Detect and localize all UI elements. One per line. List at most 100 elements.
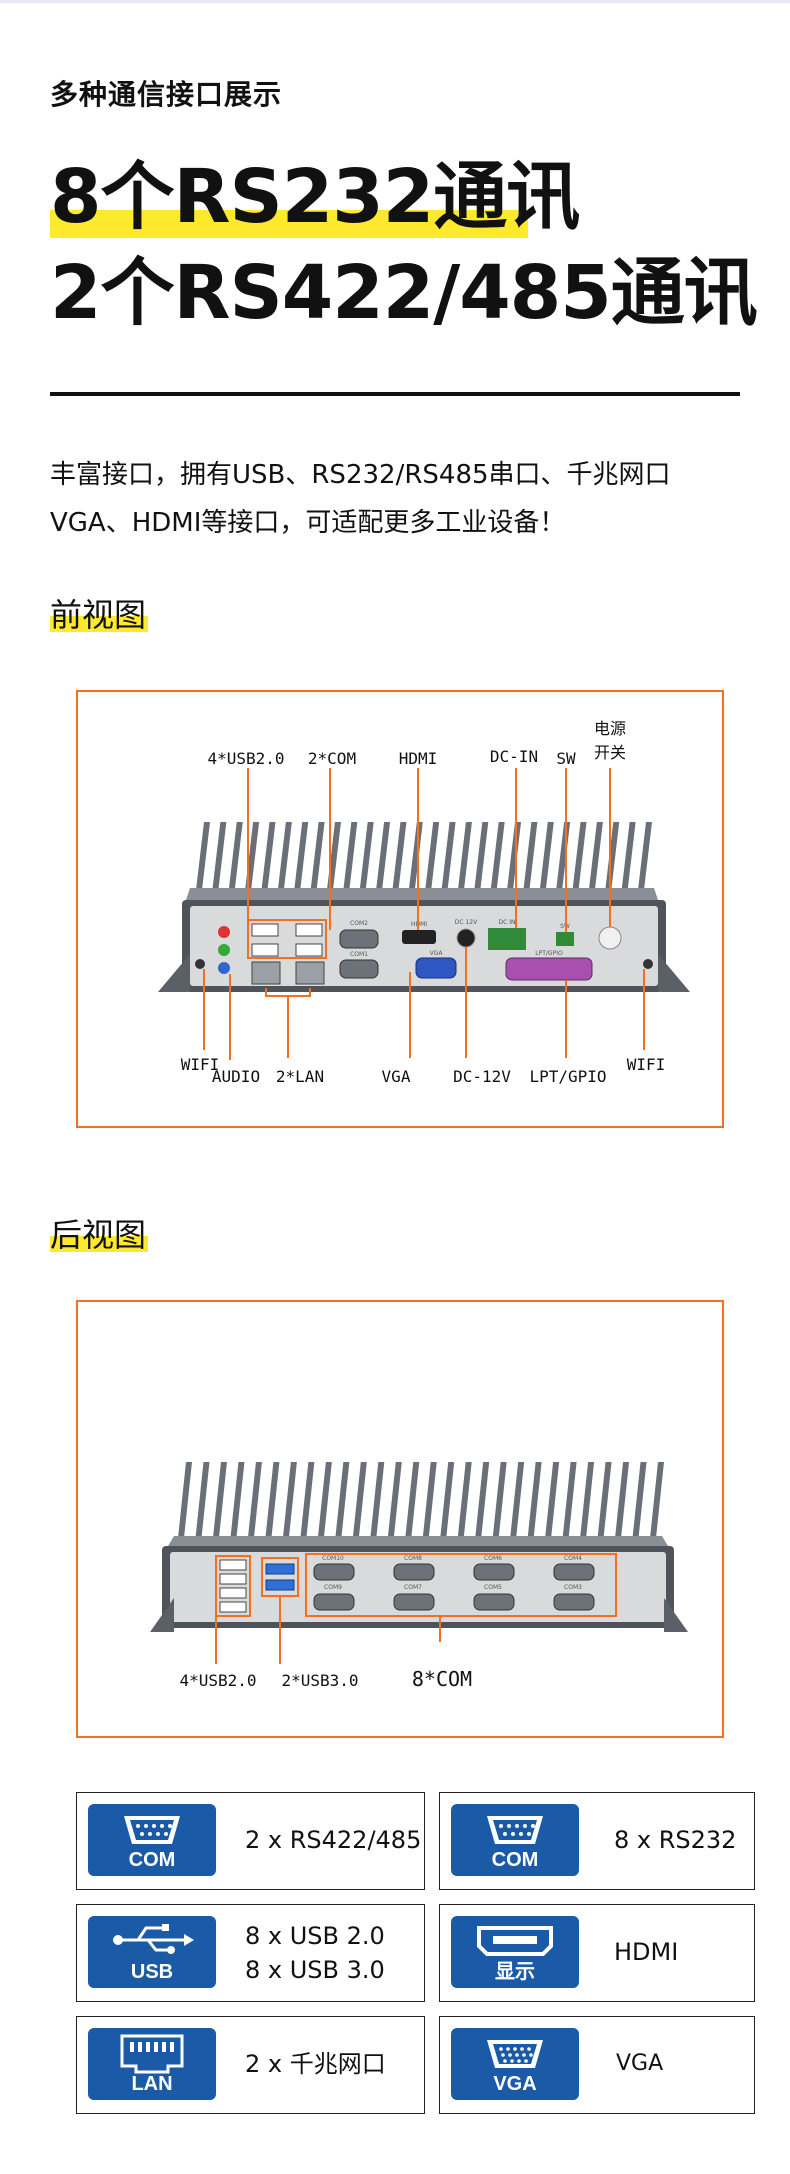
lpt-port: [505, 957, 593, 981]
front-view-title: 前视图: [50, 596, 147, 634]
label-dc12v: DC-12V: [453, 1067, 511, 1086]
description-line-1: 丰富接口，拥有USB、RS232/RS485串口、千兆网口: [50, 460, 671, 490]
label-vga: VGA: [382, 1067, 411, 1086]
panel-mark: DC IN: [499, 919, 516, 926]
mount-foot-right: [658, 954, 690, 992]
power-button: [598, 926, 622, 950]
com-port: [553, 1593, 595, 1611]
heatsink-fin: [475, 1462, 490, 1538]
description-line-2: VGA、HDMI等接口，可适配更多工业设备！: [50, 508, 566, 538]
heatsink-fin: [425, 822, 440, 890]
com-port-group: [313, 1563, 595, 1611]
heatsink-fin: [212, 1462, 227, 1538]
headline-line-1: 8个RS232通讯: [50, 154, 580, 240]
heatsink-fin: [539, 822, 554, 890]
serial-port-icon: COM: [88, 1804, 216, 1876]
heatsink-fin: [195, 1462, 210, 1538]
usb-group-box: [247, 919, 327, 959]
panel-mark: COM2: [350, 920, 368, 927]
panel-mark: COM6: [484, 1555, 502, 1562]
badge-label: COM: [491, 1849, 539, 1871]
heatsink-fins: [196, 822, 652, 890]
heatsink-fin: [261, 822, 276, 890]
front-title-highlight: [50, 616, 148, 632]
front-view-frame: COM2 COM1 HDMI VGA DC 12V DC IN SW LPT/G…: [76, 690, 724, 1128]
heatsink-fin: [230, 1462, 245, 1538]
spec-card-vga: VGA VGA: [439, 2016, 755, 2114]
hdmi-port: [402, 930, 436, 944]
heatsink-fin: [422, 1462, 437, 1538]
heatsink-fin: [405, 1462, 420, 1538]
heatsink-fin: [370, 1462, 385, 1538]
heatsink-fin: [632, 1462, 647, 1538]
label-usb20: 4*USB2.0: [179, 1671, 256, 1690]
panel-mark: COM1: [350, 951, 368, 958]
audio-jack-blue: [218, 962, 230, 974]
heatsink-fin: [507, 822, 522, 890]
label-usb20: 4*USB2.0: [207, 749, 284, 768]
heatsink-fin: [282, 1462, 297, 1538]
com-port: [339, 959, 379, 979]
lan-port: [251, 961, 281, 985]
leader-lines: [215, 1596, 441, 1664]
heatsink-fin: [621, 822, 636, 890]
badge-label: USB: [130, 1961, 174, 1983]
panel-mark: COM7: [404, 1584, 422, 1591]
usb-port: [251, 923, 279, 937]
heatsink-fin: [265, 1462, 280, 1538]
heatsink-fin: [572, 822, 587, 890]
section-rule: [50, 392, 740, 396]
ethernet-icon: LAN: [88, 2028, 216, 2100]
com-port: [393, 1593, 435, 1611]
heatsink-fin: [317, 1462, 332, 1538]
heatsink-fin: [510, 1462, 525, 1538]
heatsink-fins: [178, 1462, 664, 1538]
com-port: [393, 1563, 435, 1581]
rear-view-diagram: COM10 COM8 COM6 COM4 COM9 COM7 COM5 COM3…: [150, 1462, 688, 1691]
usb-port: [219, 1601, 247, 1613]
heatsink-fin: [545, 1462, 560, 1538]
usb-port: [251, 943, 279, 957]
heatsink-fin: [562, 1462, 577, 1538]
chassis-top-edge: [168, 1536, 668, 1546]
heatsink-fin: [376, 822, 391, 890]
com-port: [313, 1563, 355, 1581]
dc-jack: [456, 928, 476, 948]
com-port: [473, 1593, 515, 1611]
heatsink-fin: [474, 822, 489, 890]
com-port: [313, 1593, 355, 1611]
lan-port: [295, 961, 325, 985]
label-dc-in: DC-IN: [490, 747, 538, 766]
leader-lines: [203, 768, 645, 1060]
usb3-port: [265, 1579, 295, 1591]
mount-foot-left: [150, 1598, 174, 1632]
usb-port: [219, 1587, 247, 1599]
badge-label: VGA: [493, 2073, 537, 2095]
heatsink-fin: [527, 1462, 542, 1538]
hdmi-icon: 显示: [451, 1916, 579, 1988]
heatsink-fin: [588, 822, 603, 890]
heatsink-fin: [408, 822, 423, 890]
usb-port: [295, 923, 323, 937]
heatsink-fin: [294, 822, 309, 890]
badge-label: 显示: [495, 1961, 535, 1983]
usb3-port: [265, 1563, 295, 1575]
page-subtitle: 多种通信接口展示: [50, 78, 283, 111]
heatsink-fin: [335, 1462, 350, 1538]
com-port: [553, 1563, 595, 1581]
heatsink-fin: [523, 822, 538, 890]
panel-mark: COM3: [564, 1584, 582, 1591]
label-2com: 2*COM: [308, 749, 356, 768]
wifi-hole-right: [643, 959, 653, 969]
spec-text: 2 x 千兆网口: [245, 2050, 386, 2078]
heatsink-fin: [597, 1462, 612, 1538]
usb-port: [219, 1573, 247, 1585]
heatsink-fin: [650, 1462, 664, 1538]
headline-line-2: 2个RS422/485通讯: [50, 250, 758, 336]
vga-icon: VGA: [451, 2028, 579, 2100]
com-group-box: [305, 1553, 617, 1617]
badge-label: LAN: [131, 2073, 173, 2095]
usb-port: [295, 943, 323, 957]
heatsink-fin: [492, 1462, 507, 1538]
heatsink-fin: [277, 822, 292, 890]
